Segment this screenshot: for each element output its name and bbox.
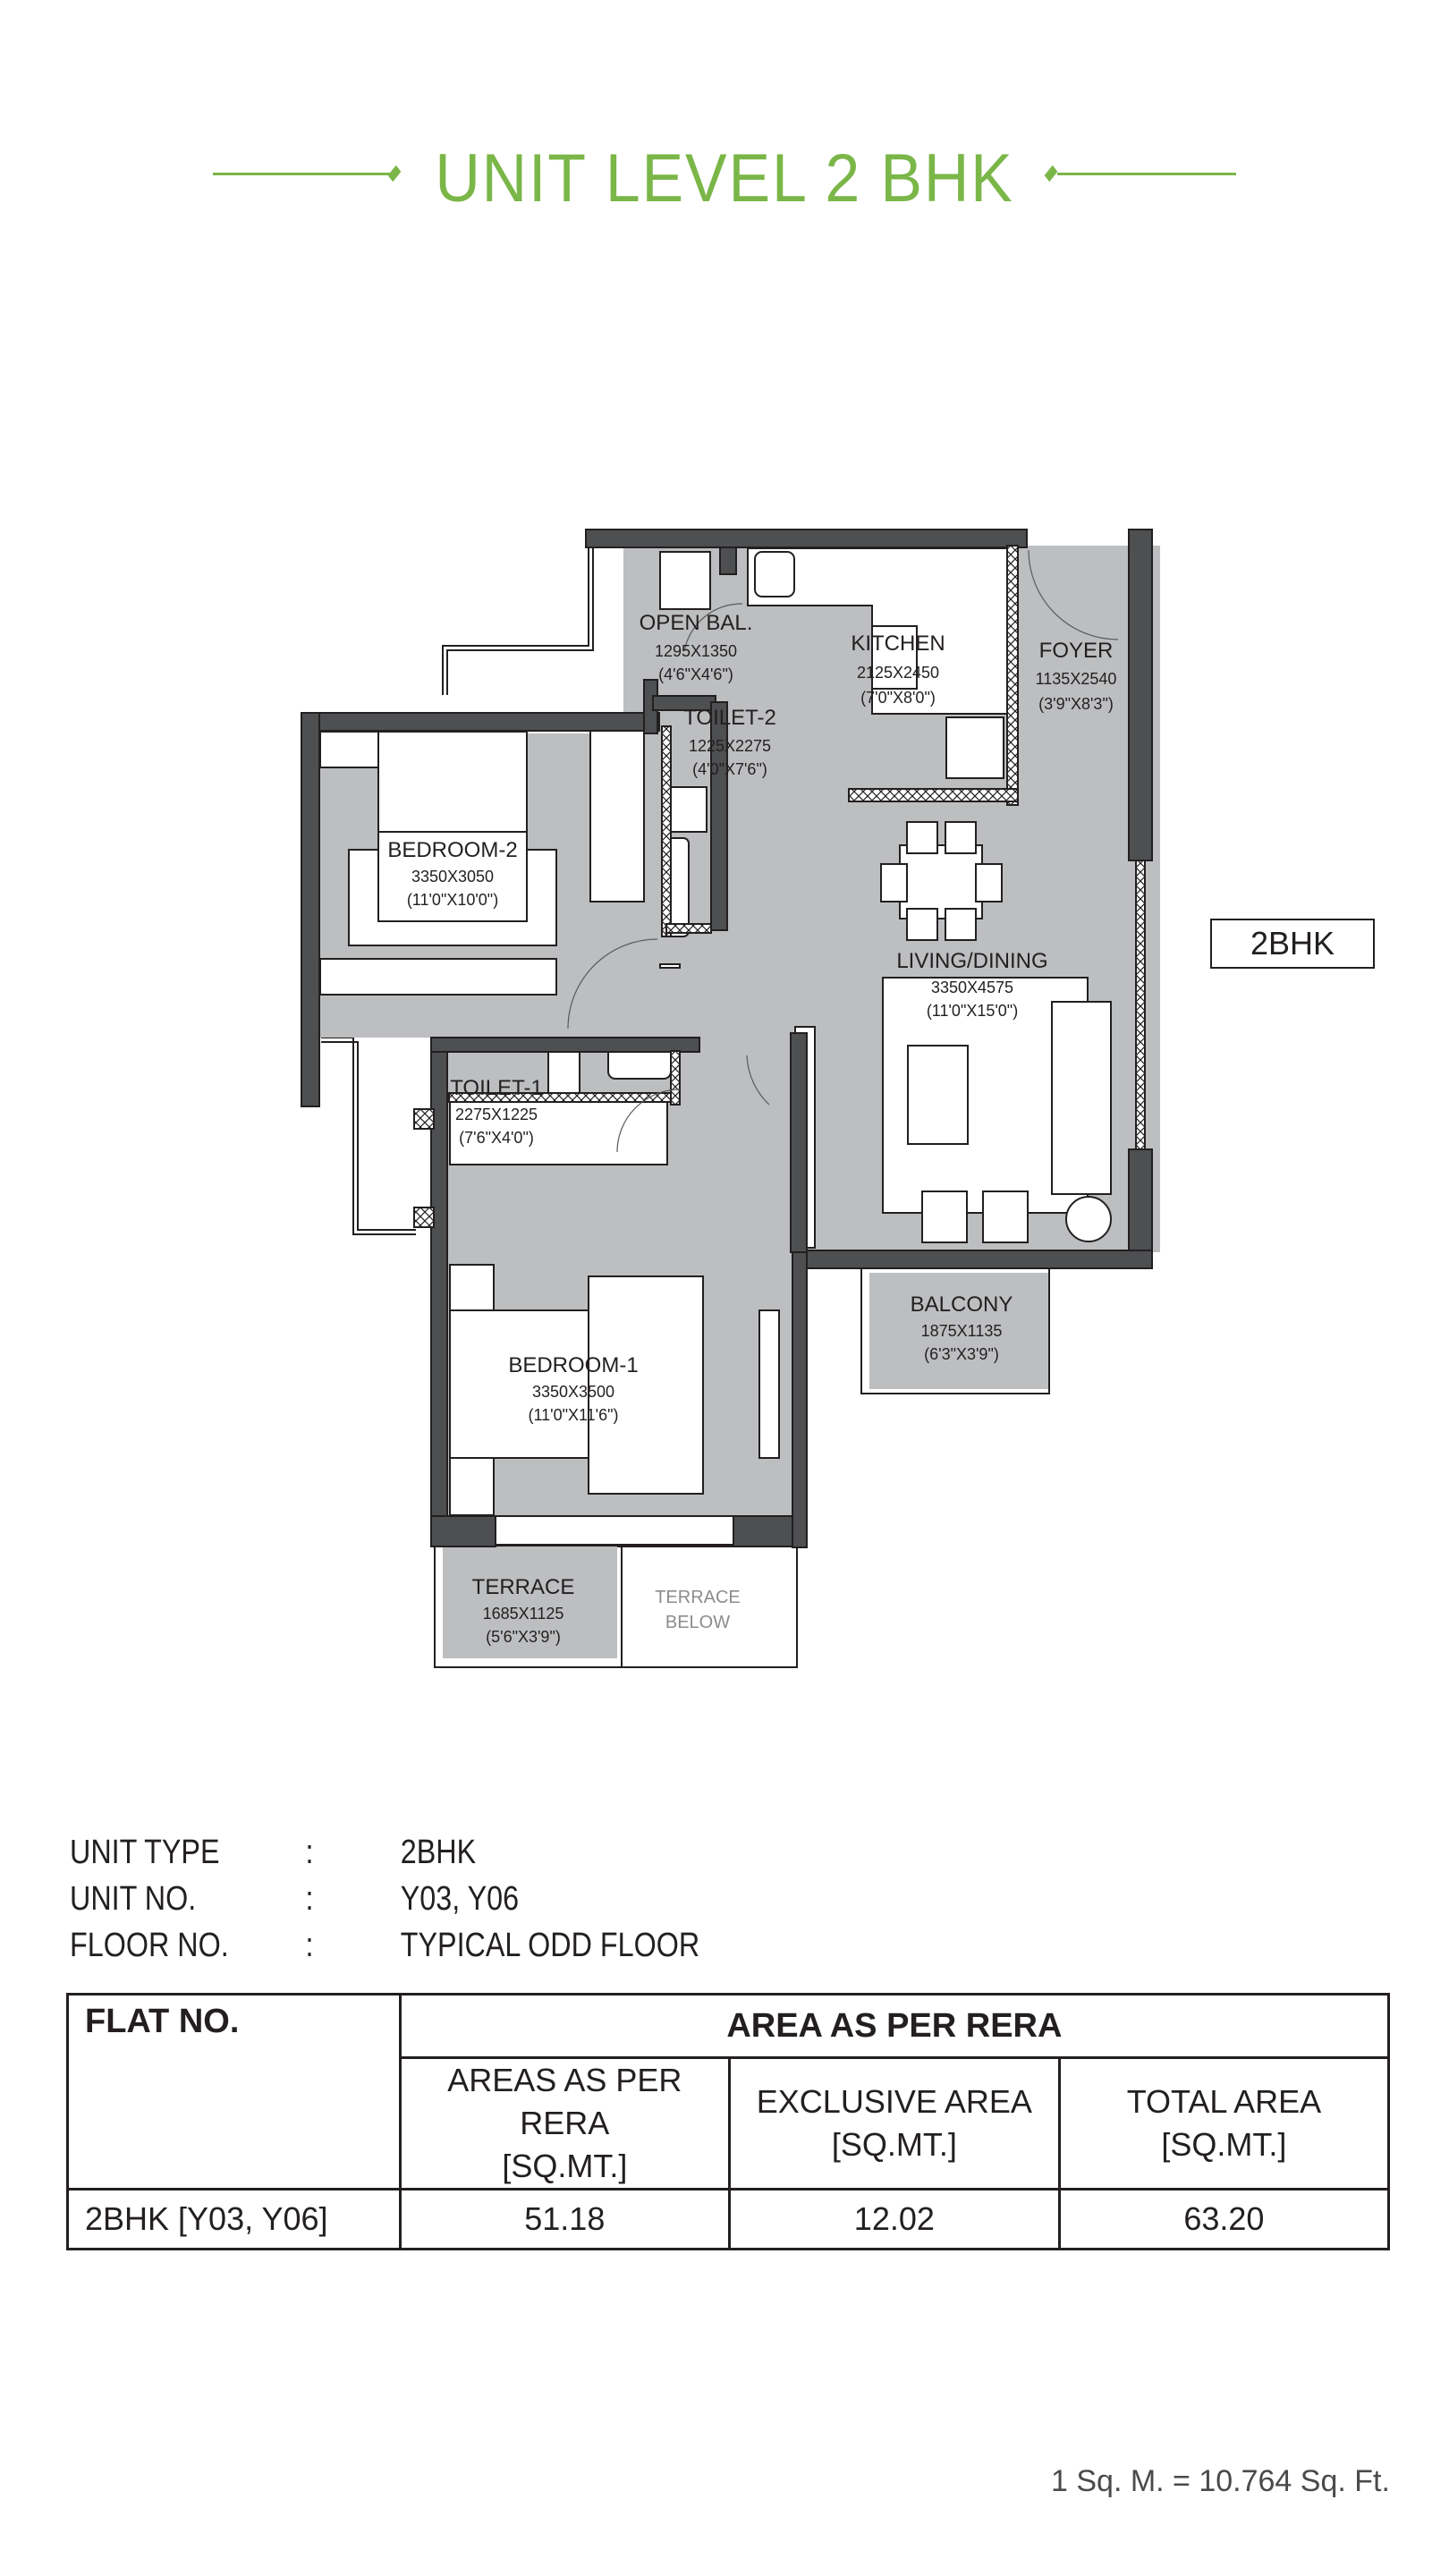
room-name-living-dining: LIVING/DINING [896, 949, 1047, 973]
cell-exclusive: 12.02 [727, 2188, 1061, 2250]
cell-total: 63.20 [1057, 2188, 1391, 2250]
svg-text:1295X1350: 1295X1350 [655, 642, 737, 660]
svg-text:(4'0"X7'6"): (4'0"X7'6") [692, 760, 767, 778]
svg-text:(4'6"X4'6"): (4'6"X4'6") [658, 665, 733, 683]
area-table: FLAT NO. AREA AS PER RERA AREAS AS PER R… [66, 1993, 1391, 2250]
svg-text:1875X1135: 1875X1135 [921, 1322, 1003, 1340]
terrace-below-label: TERRACE [655, 1588, 741, 1607]
svg-text:3350X3050: 3350X3050 [411, 868, 494, 886]
unit-type-tag: 2BHK [1210, 919, 1375, 969]
room-name-toilet-1: TOILET-1 [450, 1076, 543, 1100]
unit-info: UNIT TYPE : 2BHK UNIT NO. : Y03, Y06 FLO… [70, 1829, 699, 1969]
room-name-foyer: FOYER [1039, 639, 1114, 663]
svg-text:(11'0"X10'0"): (11'0"X10'0") [407, 891, 498, 909]
hatched-walls [413, 545, 1146, 1228]
room-labels: OPEN BAL. 1295X1350 (4'6"X4'6") KITCHEN … [387, 611, 1116, 1646]
door-swings [567, 549, 1119, 1153]
svg-text:BELOW: BELOW [665, 1613, 730, 1632]
room-name-bedroom-2: BEDROOM-2 [387, 838, 517, 862]
svg-text:(7'0"X8'0"): (7'0"X8'0") [860, 689, 936, 707]
room-name-kitchen: KITCHEN [851, 631, 945, 656]
room-name-terrace: TERRACE [472, 1575, 575, 1599]
svg-text:(3'9"X8'3"): (3'9"X8'3") [1038, 695, 1114, 713]
subheader-total: TOTAL AREA[SQ.MT.] [1057, 2056, 1391, 2190]
info-row-unit-type: UNIT TYPE : 2BHK [70, 1834, 477, 1871]
room-name-balcony: BALCONY [911, 1292, 1013, 1317]
svg-text:(5'6"X3'9"): (5'6"X3'9") [486, 1628, 561, 1646]
walls [301, 529, 1153, 1548]
table-row: 2BHK [Y03, Y06] 51.18 12.02 63.20 [66, 2188, 1391, 2250]
svg-text:2275X1225: 2275X1225 [455, 1106, 538, 1123]
header-flat-no: FLAT NO. [66, 1993, 402, 2190]
svg-text:(11'0"X11'6"): (11'0"X11'6") [528, 1406, 618, 1424]
title-rule-left [213, 173, 392, 175]
page-title-block: UNIT LEVEL 2 BHK [0, 134, 1449, 224]
room-name-bedroom-1: BEDROOM-1 [508, 1353, 638, 1377]
svg-text:2125X2450: 2125X2450 [857, 664, 939, 682]
cell-rera: 51.18 [398, 2188, 731, 2250]
svg-text:1225X2275: 1225X2275 [689, 737, 771, 755]
cell-flat: 2BHK [Y03, Y06] [66, 2188, 402, 2250]
svg-text:(7'6"X4'0"): (7'6"X4'0") [459, 1129, 534, 1147]
title-rule-right [1057, 173, 1236, 175]
room-name-toilet-2: TOILET-2 [683, 706, 776, 730]
header-area-as-per-rera: AREA AS PER RERA [398, 1993, 1391, 2059]
info-row-unit-no: UNIT NO. : Y03, Y06 [70, 1880, 520, 1918]
svg-text:(11'0"X15'0"): (11'0"X15'0") [927, 1002, 1018, 1020]
page-title: UNIT LEVEL 2 BHK [435, 140, 1014, 216]
svg-text:3350X3500: 3350X3500 [532, 1383, 614, 1401]
subheader-rera: AREAS AS PER RERA[SQ.MT.] [398, 2056, 731, 2190]
svg-text:1135X2540: 1135X2540 [1036, 670, 1117, 688]
svg-text:(6'3"X3'9"): (6'3"X3'9") [924, 1345, 999, 1363]
info-row-floor-no: FLOOR NO. : TYPICAL ODD FLOOR [70, 1927, 700, 1964]
room-name-open-bal: OPEN BAL. [640, 611, 753, 635]
conversion-footnote: 1 Sq. M. = 10.764 Sq. Ft. [1051, 2464, 1390, 2498]
subheader-exclusive: EXCLUSIVE AREA[SQ.MT.] [727, 2056, 1061, 2190]
svg-text:3350X4575: 3350X4575 [931, 979, 1013, 996]
svg-text:1685X1125: 1685X1125 [483, 1605, 564, 1623]
